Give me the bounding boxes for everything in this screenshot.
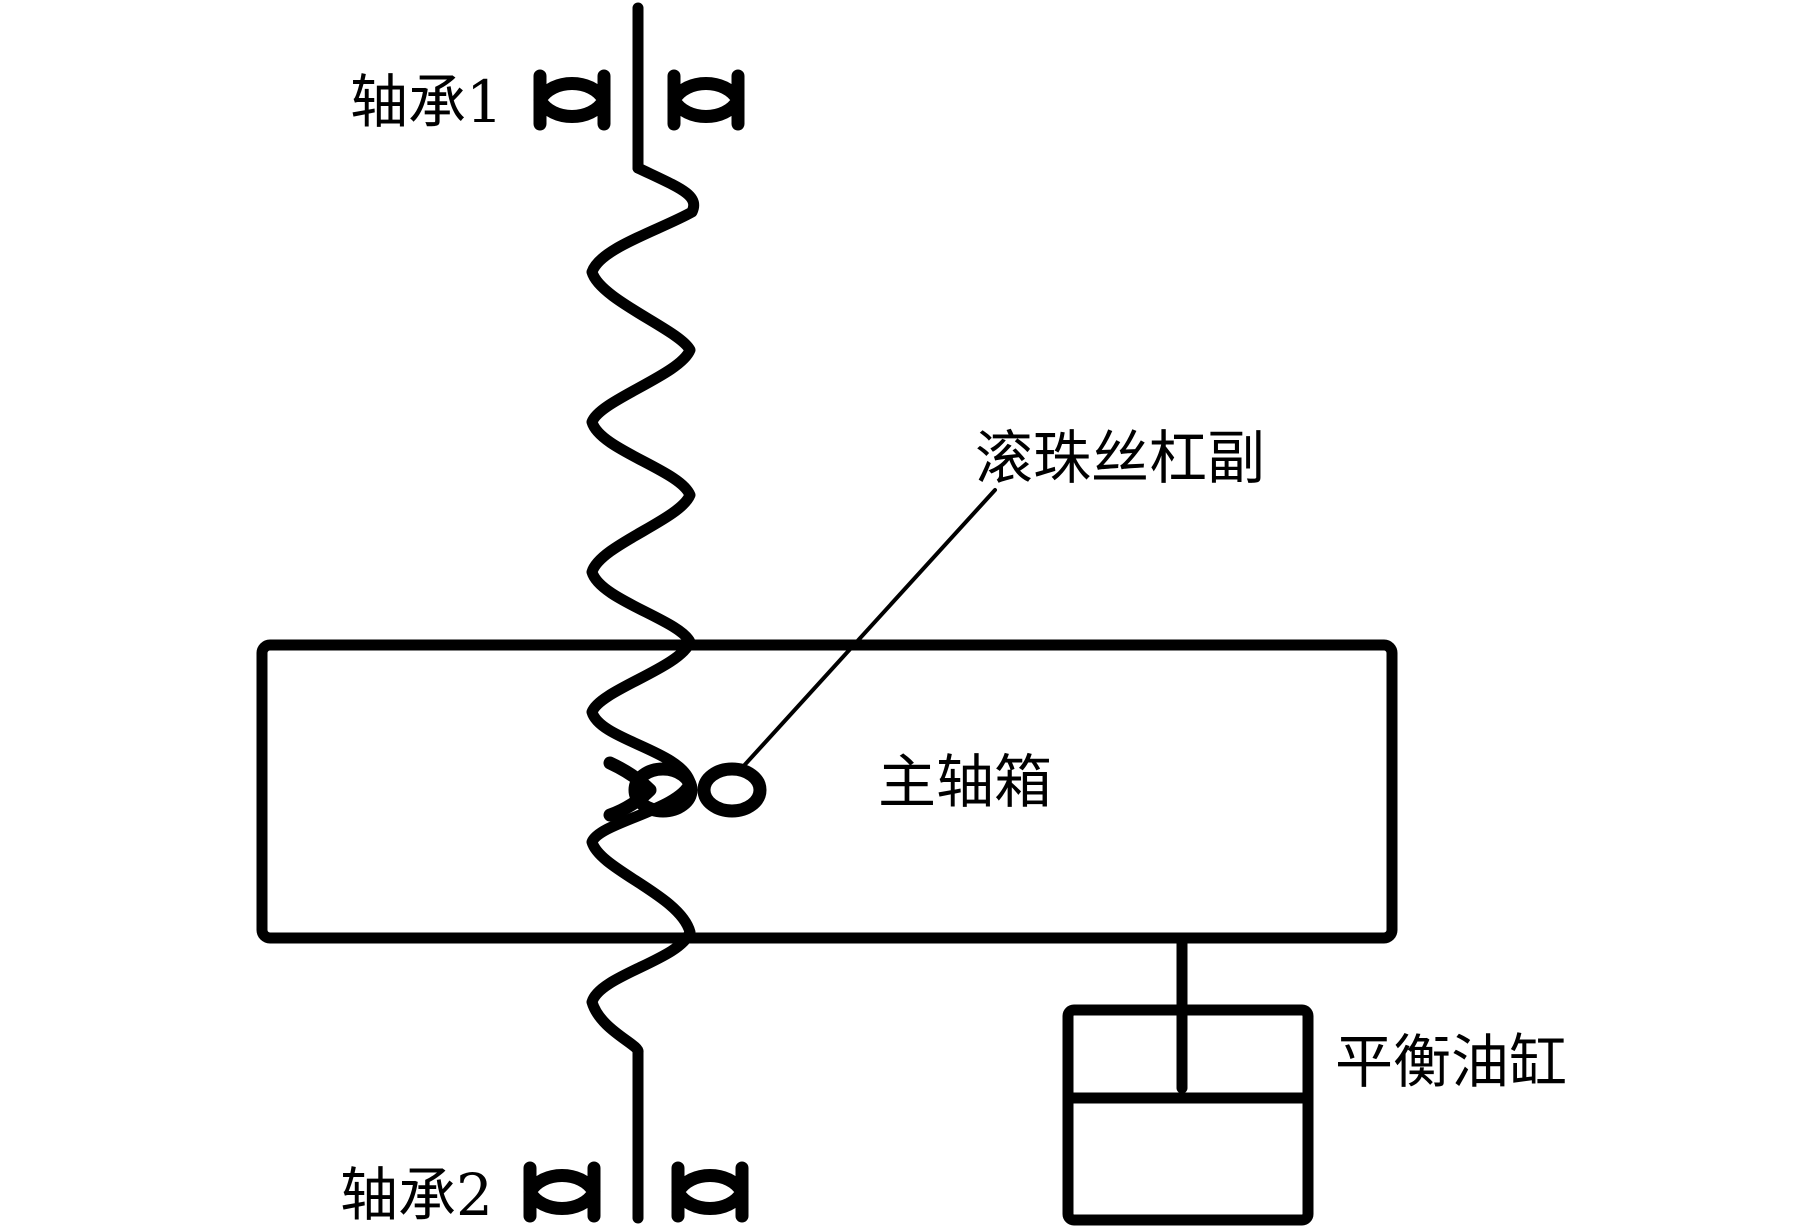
spindle-box-label: 主轴箱 [878,748,1052,816]
bearing-2-right [671,1161,749,1223]
balance-cylinder-label: 平衡油缸 [1335,1028,1567,1096]
screw-thread [586,162,700,1058]
bearing-1-right [667,69,745,131]
bearing-1-label: 轴承1 [350,68,503,136]
ball-screw-pair-label: 滚珠丝杠副 [975,424,1265,492]
ball-nut [603,756,767,822]
bearing-2-label: 轴承2 [340,1161,493,1226]
balance-cylinder [1062,1004,1314,1226]
bearing-2-left [523,1161,601,1223]
bearing-1-left [533,69,611,131]
ball-screw-leader [738,488,997,772]
spindle-box [256,639,1398,944]
